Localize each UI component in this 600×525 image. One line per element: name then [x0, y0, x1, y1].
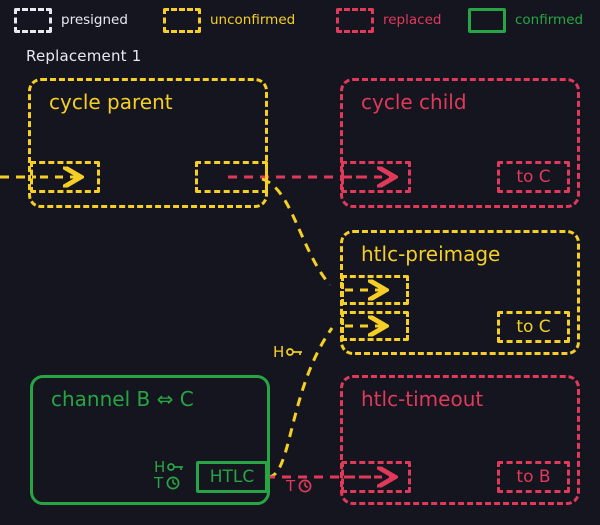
tx-box-htlc-timeout[interactable]: htlc-timeout: [340, 375, 580, 505]
key-icon: [286, 348, 303, 356]
port-label-cycle-child-output: to C: [516, 167, 551, 187]
legend-item-unconfirmed: unconfirmed: [163, 8, 295, 33]
tx-title-channel-bc: channel B ⇔ C: [51, 387, 194, 411]
htlc-condition-hash-letter: H: [154, 457, 166, 476]
htlc-condition-time-letter: T: [154, 473, 164, 492]
spend-condition-timeout-row: T: [286, 478, 314, 494]
legend-swatch-unconfirmed: [163, 8, 201, 33]
port-htlc-preimage-input-1[interactable]: [341, 275, 409, 305]
legend-item-replaced: replaced: [336, 8, 441, 33]
port-htlc-preimage-input-2[interactable]: [341, 311, 409, 341]
port-cycle-child-input[interactable]: [341, 161, 411, 193]
port-htlc-preimage-output[interactable]: to C: [497, 311, 570, 343]
spend-condition-preimage-letter: H: [273, 342, 285, 361]
legend-item-confirmed: confirmed: [468, 8, 583, 33]
port-htlc-timeout-input[interactable]: [341, 461, 411, 493]
tx-box-channel-bc[interactable]: channel B ⇔ C: [30, 375, 270, 505]
spend-condition-timeout-letter: T: [286, 476, 296, 495]
spend-condition-timeout: T: [286, 478, 314, 494]
tx-title-htlc-timeout: htlc-timeout: [361, 387, 484, 411]
tx-title-cycle-child: cycle child: [361, 90, 467, 114]
port-channel-htlc-output[interactable]: HTLC: [196, 461, 268, 493]
legend-label-confirmed: confirmed: [515, 11, 584, 28]
htlc-condition-hash: H: [154, 459, 184, 475]
port-htlc-timeout-output[interactable]: to B: [497, 461, 570, 493]
tx-box-cycle-parent[interactable]: cycle parent: [28, 78, 268, 208]
legend-swatch-replaced: [336, 8, 374, 33]
port-label-channel-htlc-output: HTLC: [209, 467, 255, 487]
port-cycle-child-output[interactable]: to C: [497, 161, 570, 193]
legend-label-presigned: presigned: [61, 11, 128, 28]
legend-swatch-presigned: [14, 8, 52, 33]
port-label-htlc-timeout-output: to B: [516, 467, 551, 487]
legend-swatch-confirmed: [468, 8, 506, 33]
wire-cycle-parent-to-preimage: [261, 177, 332, 286]
tx-title-cycle-parent: cycle parent: [49, 90, 173, 114]
port-cycle-parent-input[interactable]: [30, 161, 100, 193]
legend: presigned unconfirmed replaced confirmed: [0, 0, 600, 40]
tx-box-cycle-child[interactable]: cycle child: [340, 78, 580, 208]
tx-title-htlc-preimage: htlc-preimage: [361, 242, 501, 266]
port-label-htlc-preimage-output: to C: [516, 317, 551, 337]
port-cycle-parent-output[interactable]: [195, 161, 268, 193]
htlc-conditions-channel: H T: [154, 459, 184, 491]
tx-box-htlc-preimage[interactable]: htlc-preimage: [340, 230, 580, 355]
spend-condition-preimage-row: H: [273, 344, 303, 360]
legend-label-replaced: replaced: [383, 11, 442, 28]
legend-item-presigned: presigned: [14, 8, 128, 33]
htlc-condition-time: T: [154, 475, 184, 491]
spend-condition-preimage: H: [273, 344, 303, 360]
section-title: Replacement 1: [26, 47, 142, 65]
clock-icon: [298, 479, 312, 493]
legend-label-unconfirmed: unconfirmed: [210, 11, 296, 28]
key-icon: [167, 463, 184, 471]
clock-icon: [166, 476, 180, 490]
